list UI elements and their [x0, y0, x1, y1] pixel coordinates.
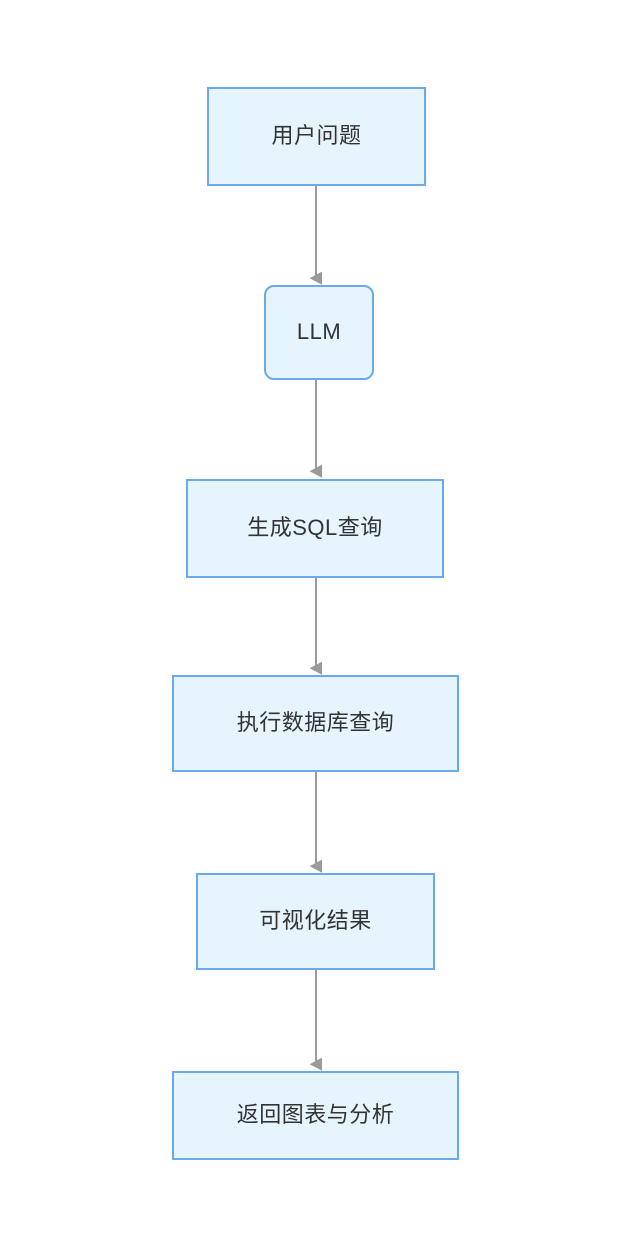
node-execute-database-query[interactable]: 执行数据库查询 — [172, 675, 459, 772]
node-visualize-results-label: 可视化结果 — [259, 908, 372, 934]
node-generate-sql-query[interactable]: 生成SQL查询 — [186, 479, 444, 578]
node-llm[interactable]: LLM — [264, 285, 374, 380]
node-user-question-label: 用户问题 — [271, 123, 362, 149]
node-execute-database-query-label: 执行数据库查询 — [236, 710, 395, 736]
node-return-chart-and-analysis[interactable]: 返回图表与分析 — [172, 1071, 459, 1160]
node-visualize-results[interactable]: 可视化结果 — [196, 873, 435, 970]
node-user-question[interactable]: 用户问题 — [207, 87, 426, 186]
node-llm-label: LLM — [296, 319, 342, 345]
node-generate-sql-query-label: 生成SQL查询 — [247, 515, 383, 541]
node-return-chart-and-analysis-label: 返回图表与分析 — [236, 1102, 395, 1128]
